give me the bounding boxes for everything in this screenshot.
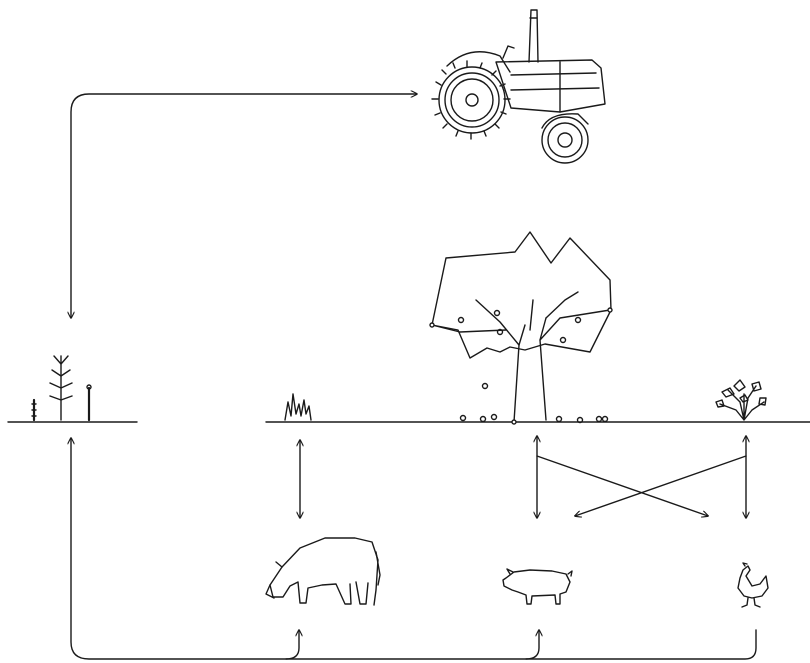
arrow-pig-return	[526, 630, 539, 659]
shrub-icon	[716, 380, 766, 420]
tractor-icon	[432, 10, 605, 163]
arrow-shrub-pig	[575, 456, 746, 516]
arrow-tree-chicken	[537, 456, 708, 516]
arrow-cow-return	[286, 630, 299, 659]
fruit-tree-icon	[430, 232, 612, 424]
connector-tractor-crops	[71, 94, 417, 318]
cow-icon	[266, 538, 380, 605]
pig-icon	[503, 569, 572, 604]
chicken-icon	[738, 563, 768, 607]
crop-plants-icon	[32, 356, 91, 420]
connector-animals-crops	[71, 438, 756, 659]
grass-icon	[285, 394, 311, 420]
